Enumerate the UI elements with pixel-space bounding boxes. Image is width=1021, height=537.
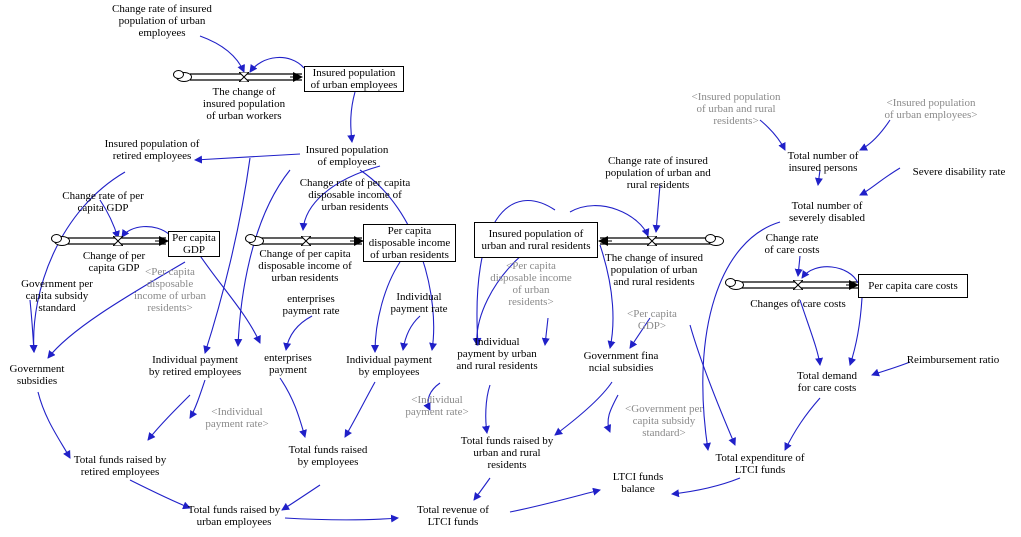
var-total-insured-persons: Total number of insured persons [787,150,859,174]
shadow-disposable-income-2: <Per capita disposable income of urban r… [490,260,572,308]
source-cloud-disposable [245,234,264,246]
var-enterprises-payment-rate: enterprises payment rate [282,293,340,317]
source-cloud-urban-workers [173,70,192,82]
shadow-individual-payment-rate-1: <Individual payment rate> [205,406,269,430]
shadow-disposable-income-1: <Per capita disposable income of urban r… [133,266,207,314]
stock-per-capita-gdp[interactable]: Per capita GDP [168,231,220,257]
source-cloud-urban-rural [705,234,724,246]
stock-label: Insured population of urban employees [310,67,398,91]
var-reimbursement-ratio: Reimbursement ratio [906,354,1000,366]
causal-links [29,35,911,523]
var-insured-retired-employees: Insured population of retired employees [104,138,200,162]
var-individual-payment-employees: Individual payment by employees [346,354,432,378]
var-individual-payment-retired: Individual payment by retired employees [148,354,242,378]
valve-urban-rural [647,236,657,246]
var-total-revenue: Total revenue of LTCI funds [417,504,489,528]
shadow-insured-urban-employees: <Insured population of urban employees> [884,97,978,121]
var-total-funds-employees: Total funds raised by employees [288,444,368,468]
pipe-disposable-income [260,237,362,245]
var-insured-employees: Insured population of employees [305,144,389,168]
var-severe-disability-rate: Severe disability rate [912,166,1006,178]
var-change-rate-insured-urban-employees: Change rate of insured population of urb… [112,3,212,39]
flow-label-change-insured-urban-rural: The change of insured population of urba… [604,252,704,288]
var-total-severely-disabled: Total number of severely disabled [788,200,866,224]
stock-insured-urban-employees[interactable]: Insured population of urban employees [304,66,404,92]
source-cloud-gdp [51,234,70,246]
var-enterprises-payment: enterprises payment [264,352,312,376]
valve-disposable-income [301,236,311,246]
shadow-gov-subsidy-standard: <Government per capita subsidy standard> [625,403,703,439]
var-total-funds-retired: Total funds raised by retired employees [73,454,167,478]
stock-label: Per capita disposable income of urban re… [368,225,451,261]
shadow-individual-payment-rate-2: <Individual payment rate> [405,394,469,418]
flow-label-changes-care-costs: Changes of care costs [750,298,846,310]
var-government-subsidies: Government subsidies [9,363,65,387]
valve-gdp [113,236,123,246]
var-change-rate-care-costs: Change rate of care costs [764,232,820,256]
pipe-urban-rural [600,237,712,245]
var-total-expenditure: Total expenditure of LTCI funds [715,452,805,476]
shadow-per-capita-gdp: <Per capita GDP> [627,308,677,332]
flow-label-change-per-capita-gdp: Change of per capita GDP [82,250,146,274]
shadow-insured-urban-rural: <Insured population of urban and rural r… [691,91,781,127]
var-change-rate-disposable-income: Change rate of per capita disposable inc… [299,177,411,213]
var-total-funds-urban-employees: Total funds raised by urban employees [187,504,281,528]
var-ltci-balance: LTCI funds balance [612,471,664,495]
valve-urban-workers [239,72,249,82]
stock-per-capita-care-costs[interactable]: Per capita care costs [858,274,968,298]
var-change-rate-per-capita-gdp: Change rate of per capita GDP [62,190,144,214]
var-individual-payment-rate: Individual payment rate [390,291,448,315]
valve-care-costs [793,280,803,290]
stock-per-capita-disposable-income[interactable]: Per capita disposable income of urban re… [363,224,456,262]
stock-label: Per capita GDP [172,232,216,256]
flow-label-change-disposable-income: Change of per capita disposable income o… [258,248,352,284]
flow-arrowheads [155,72,859,290]
source-cloud-care-costs [725,278,744,290]
var-change-rate-insured-urban-rural: Change rate of insured population of urb… [605,155,711,191]
stock-insured-urban-rural[interactable]: Insured population of urban and rural re… [474,222,598,258]
var-total-funds-urban-rural: Total funds raised by urban and rural re… [460,435,554,471]
var-total-demand-care-costs: Total demand for care costs [796,370,858,394]
var-government-financial-subsidies: Government fina ncial subsidies [583,350,659,374]
flow-label-change-insured-urban-workers: The change of insured population of urba… [202,86,286,122]
var-gov-subsidy-standard: Government per capita subsidy standard [21,278,93,314]
var-individual-payment-urban-rural: Individual payment by urban and rural re… [456,336,538,372]
stock-label: Insured population of urban and rural re… [481,228,591,252]
stock-label: Per capita care costs [868,280,958,292]
